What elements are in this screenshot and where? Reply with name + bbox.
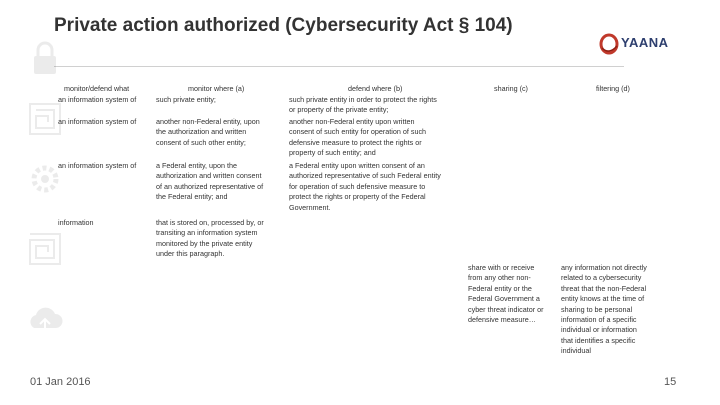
header-sharing: sharing (c)	[494, 84, 528, 93]
row-2-what: an information system of	[58, 117, 137, 126]
logo-ring-icon	[599, 33, 619, 55]
gear-icon	[31, 165, 59, 193]
header-defend-where: defend where (b)	[348, 84, 403, 93]
circuit-icon	[29, 103, 61, 135]
maze-icon	[29, 233, 61, 265]
row-3-where: a Federal entity, upon the authorization…	[156, 161, 264, 202]
footer-date: 01 Jan 2016	[30, 376, 91, 388]
row-1-defend: such private entity in order to protect …	[289, 95, 437, 115]
title-divider	[54, 66, 624, 67]
row-2-where: another non-Federal entity, upon the aut…	[156, 117, 260, 147]
sharing-text: share with or receive from any other non…	[468, 263, 544, 325]
company-logo: YAANA	[598, 32, 678, 56]
row-1-what: an information system of	[58, 95, 137, 104]
decorative-sidebar	[20, 40, 70, 350]
filtering-text: any information not directly related to …	[561, 263, 647, 356]
row-1-where: such private entity;	[156, 95, 216, 104]
header-monitor-where: monitor where (a)	[188, 84, 245, 93]
lock-icon	[34, 41, 56, 74]
logo-text: YAANA	[621, 35, 669, 50]
row-4-what: information	[58, 218, 94, 227]
page-number: 15	[664, 376, 677, 388]
row-4-where: that is stored on, processed by, or tran…	[156, 218, 264, 259]
row-3-defend: a Federal entity upon written consent of…	[289, 161, 441, 212]
header-filtering: filtering (d)	[596, 84, 630, 93]
row-3-what: an information system of	[58, 161, 137, 170]
slide-title: Private action authorized (Cybersecurity…	[54, 15, 513, 36]
row-2-defend: another non-Federal entity upon written …	[289, 117, 427, 158]
header-monitor-what: monitor/defend what	[64, 84, 130, 93]
cloud-upload-icon	[30, 307, 63, 332]
